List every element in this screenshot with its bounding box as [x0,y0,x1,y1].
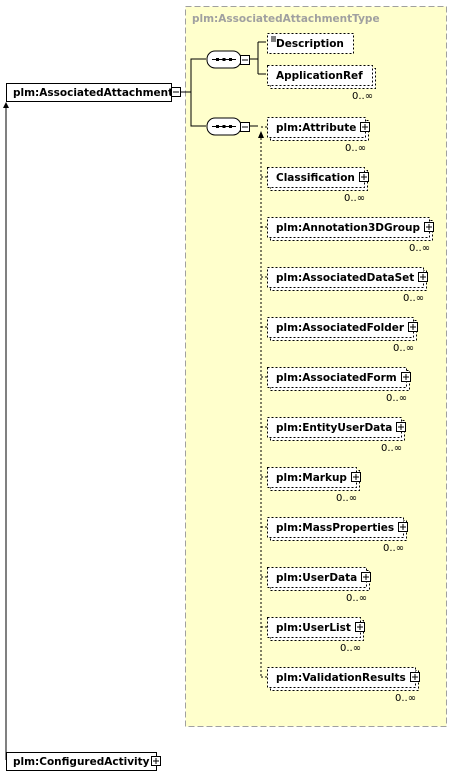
cardinality-label: 0..∞ [336,493,357,504]
cardinality-label: 0..∞ [352,91,373,102]
cardinality-label: 0..∞ [381,443,402,454]
cardinality-label: 0..∞ [340,643,361,654]
sequence2-elements: plm:Attribute0..∞Classification0..∞plm:A… [261,117,434,705]
element-associated-folder[interactable]: plm:AssociatedFolder 0..∞ [267,317,418,355]
element-label: plm:UserData [276,572,357,584]
element-application-ref[interactable]: ApplicationRef 0..∞ [267,65,376,103]
expand-plus-icon[interactable] [360,122,370,132]
cardinality-label: 0..∞ [393,343,414,354]
cardinality-label: 0..∞ [345,143,366,154]
expand-plus-icon[interactable] [418,272,428,282]
element-label: plm:UserList [276,622,351,634]
cardinality-label: 0..∞ [344,193,365,204]
element-markup[interactable]: plm:Markup 0..∞ [267,467,361,505]
element-user-data[interactable]: plm:UserData 0..∞ [267,567,371,605]
sequence1-branch-line [250,41,266,75]
reference-arrow-icon [3,102,9,108]
element-label: plm:ValidationResults [276,672,406,684]
expand-plus-icon[interactable] [398,522,408,532]
element-label: plm:MassProperties [276,522,394,534]
expand-plus-icon[interactable] [359,172,369,182]
expand-plus-icon[interactable] [351,472,361,482]
element-classification[interactable]: Classification 0..∞ [267,167,369,205]
element-label: plm:EntityUserData [276,422,392,434]
expand-plus-icon[interactable] [355,622,365,632]
root-element-label: plm:AssociatedAttachment [13,87,173,99]
cardinality-label: 0..∞ [346,593,367,604]
element-label: plm:Markup [276,472,347,484]
collapse-icon[interactable] [240,122,250,132]
expand-plus-icon[interactable] [396,422,406,432]
element-label: plm:AssociatedDataSet [276,272,414,284]
connector-line [181,58,206,127]
collapse-icon[interactable] [240,55,250,65]
expand-plus-icon[interactable] [151,756,161,766]
element-label: plm:Attribute [276,122,356,134]
expand-plus-icon[interactable] [408,322,418,332]
element-label: Classification [276,172,355,184]
element-label: plm:Annotation3DGroup [276,222,420,234]
complex-type-title: plm:AssociatedAttachmentType [192,13,380,25]
expand-plus-icon[interactable] [401,372,411,382]
element-label: Description [276,38,344,50]
element-label: ApplicationRef [276,70,363,82]
attribute-arrow-icon [258,131,264,138]
documentation-icon [271,36,276,42]
expand-plus-icon[interactable] [424,222,434,232]
cardinality-label: 0..∞ [409,243,430,254]
expand-icon[interactable] [171,87,181,97]
sequence-compositor-2 [206,117,250,136]
cardinality-label: 0..∞ [383,543,404,554]
root-element[interactable]: plm:AssociatedAttachment [6,83,181,102]
expand-plus-icon[interactable] [361,572,371,582]
element-associated-data-set[interactable]: plm:AssociatedDataSet 0..∞ [267,267,428,305]
cardinality-label: 0..∞ [386,393,407,404]
element-mass-properties[interactable]: plm:MassProperties 0..∞ [267,517,408,555]
sequence-compositor-1 [206,50,250,69]
element-label: plm:AssociatedFolder [276,322,405,334]
element-validation-results[interactable]: plm:ValidationResults 0..∞ [267,667,420,705]
element-label: plm:AssociatedForm [276,372,397,384]
element-user-list[interactable]: plm:UserList 0..∞ [267,617,365,655]
element-associated-form[interactable]: plm:AssociatedForm 0..∞ [267,367,411,405]
element-annotation3dgroup[interactable]: plm:Annotation3DGroup 0..∞ [267,217,434,255]
configured-activity-element[interactable]: plm:ConfiguredActivity [6,752,161,771]
element-attribute[interactable]: plm:Attribute 0..∞ [267,117,370,155]
element-description[interactable]: Description [267,33,354,54]
expand-plus-icon[interactable] [410,672,420,682]
element-entity-user-data[interactable]: plm:EntityUserData 0..∞ [267,417,406,455]
cardinality-label: 0..∞ [395,693,416,704]
configured-activity-label: plm:ConfiguredActivity [13,756,150,768]
cardinality-label: 0..∞ [403,293,424,304]
